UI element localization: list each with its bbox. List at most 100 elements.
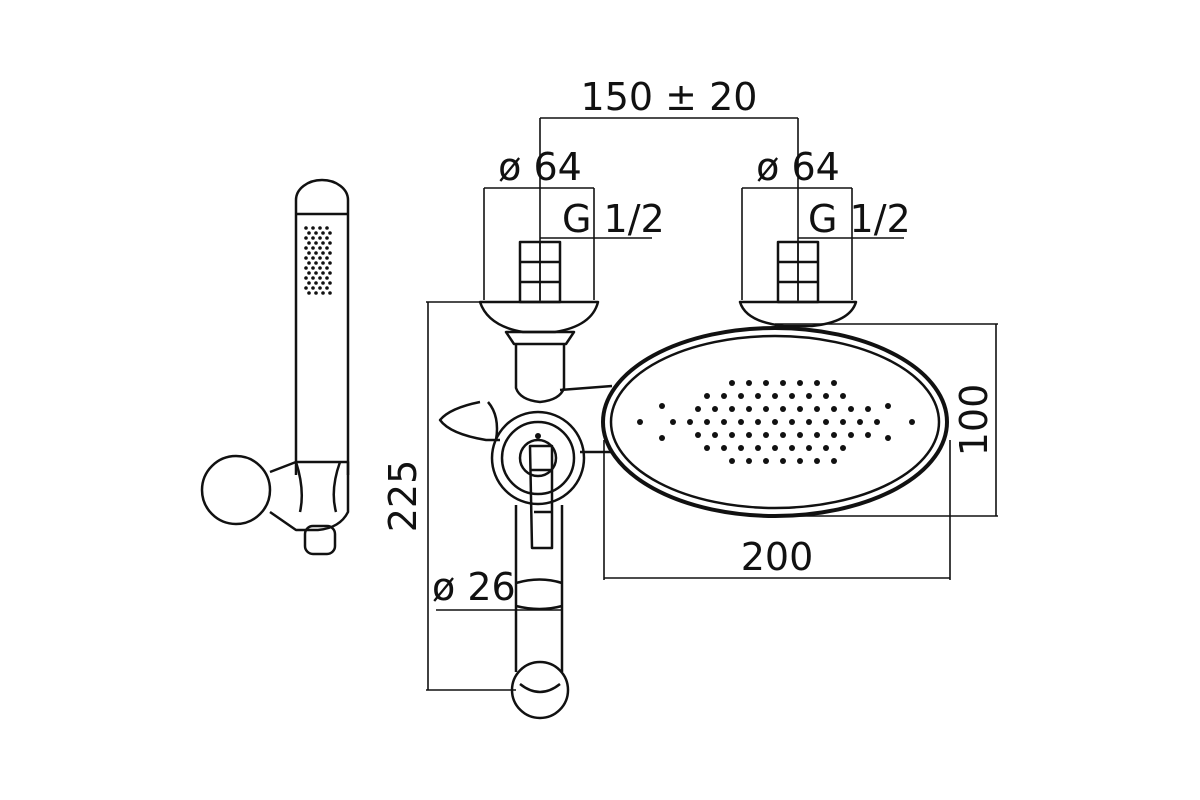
shower-head-nozzle-dot — [763, 406, 769, 412]
shower-head-nozzle-dot — [909, 419, 915, 425]
hand-shower-body — [294, 178, 350, 475]
shower-head-nozzle-dot — [789, 419, 795, 425]
hand-shower-nozzle-dot — [321, 231, 325, 235]
shower-head-nozzle-dot — [797, 406, 803, 412]
shower-head-nozzle-dot — [780, 406, 786, 412]
shower-head-nozzle-dot — [840, 445, 846, 451]
total-height-dimension: 225 — [381, 301, 516, 691]
hand-shower-nozzle-dot — [318, 226, 322, 230]
shower-head-nozzle-dot — [763, 432, 769, 438]
total-height-label: 225 — [381, 460, 425, 533]
head-height-dimension: 100 — [775, 323, 998, 517]
hand-shower-nozzles — [304, 226, 332, 295]
mixer-body — [438, 344, 613, 720]
hand-shower-nozzle-dot — [314, 261, 318, 265]
shower-head-nozzle-dot — [755, 419, 761, 425]
shower-head-nozzle-dot — [780, 380, 786, 386]
spacing-label: 150 ± 20 — [581, 75, 758, 119]
hand-shower-nozzle-dot — [321, 261, 325, 265]
spout-diameter-dimension: ø 26 — [432, 565, 562, 611]
hand-shower-nozzle-dot — [318, 236, 322, 240]
hand-shower-nozzle-dot — [314, 291, 318, 295]
shower-head-nozzle-dot — [704, 419, 710, 425]
shower-head-nozzle-dot — [885, 403, 891, 409]
hand-shower-nozzle-dot — [328, 291, 332, 295]
hand-shower-nozzle-dot — [304, 236, 308, 240]
shower-head-nozzle-dot — [857, 419, 863, 425]
hand-shower-holder — [200, 454, 350, 556]
shower-head-nozzle-dot — [704, 393, 710, 399]
shower-head-nozzle-dot — [797, 458, 803, 464]
mixer-spout — [514, 505, 564, 672]
hand-shower-nozzle-dot — [321, 241, 325, 245]
shower-head-inner — [609, 334, 941, 510]
shower-head-nozzle-dot — [848, 406, 854, 412]
right-wall-connection: ø 64 G 1/2 — [738, 145, 911, 328]
hand-shower-nozzle-dot — [318, 256, 322, 260]
shower-head-nozzle-dot — [874, 419, 880, 425]
shower-head-nozzle-dot — [814, 406, 820, 412]
shower-head-nozzle-dot — [738, 445, 744, 451]
shower-head-nozzle-dot — [729, 406, 735, 412]
shower-head-nozzle-dot — [823, 445, 829, 451]
shower-head-nozzle-dot — [712, 406, 718, 412]
hand-shower-nozzle-dot — [321, 291, 325, 295]
hand-shower-nozzle-dot — [307, 241, 311, 245]
shower-head-nozzle-dot — [670, 419, 676, 425]
shower-head-nozzle-dot — [789, 393, 795, 399]
hand-shower-nozzle-dot — [304, 226, 308, 230]
hand-shower-nozzle-dot — [304, 256, 308, 260]
shower-head-nozzle-dot — [780, 458, 786, 464]
shower-head-nozzle-dot — [738, 419, 744, 425]
shower-head-nozzle-dot — [885, 435, 891, 441]
shower-head-nozzle-dot — [797, 432, 803, 438]
hand-shower-nozzle-dot — [307, 291, 311, 295]
hand-shower-nozzle-dot — [307, 271, 311, 275]
hand-shower-nozzle-dot — [321, 251, 325, 255]
shower-head-nozzle-dot — [746, 380, 752, 386]
hand-shower-nozzle-dot — [328, 241, 332, 245]
hand-shower-nozzle-dot — [325, 286, 329, 290]
hand-shower-nozzle-dot — [318, 246, 322, 250]
shower-head-nozzle-dot — [806, 419, 812, 425]
hand-shower-nozzle-dot — [325, 236, 329, 240]
hand-shower-nozzle-dot — [325, 266, 329, 270]
shower-head-nozzle-dot — [659, 435, 665, 441]
shower-head-nozzles — [637, 380, 915, 464]
hand-shower-nozzle-dot — [328, 251, 332, 255]
hand-shower-nozzle-dot — [325, 256, 329, 260]
shower-head-nozzle-dot — [704, 445, 710, 451]
shower-head-nozzle-dot — [729, 380, 735, 386]
shower-head-nozzle-dot — [772, 419, 778, 425]
hand-shower-nozzle-dot — [311, 256, 315, 260]
shower-head-nozzle-dot — [814, 380, 820, 386]
head-width-dimension: 200 — [603, 440, 951, 580]
mixer-lever — [528, 444, 554, 550]
shower-head-nozzle-dot — [755, 393, 761, 399]
shower-head-nozzle-dot — [721, 419, 727, 425]
hand-shower-nozzle-dot — [314, 281, 318, 285]
hand-shower-nozzle-dot — [321, 271, 325, 275]
mixer-upper-tube — [514, 344, 566, 404]
hand-shower-nozzle-dot — [325, 246, 329, 250]
shower-head-nozzle-dot — [695, 406, 701, 412]
shower-head-nozzle-dot — [637, 419, 643, 425]
head-height-label: 100 — [952, 384, 996, 457]
shower-head-nozzle-dot — [738, 393, 744, 399]
hand-shower-nozzle-dot — [311, 266, 315, 270]
shower-head-nozzle-dot — [729, 458, 735, 464]
shower-head-nozzle-dot — [865, 406, 871, 412]
hand-shower-nozzle-dot — [311, 246, 315, 250]
hand-shower-nozzle-dot — [311, 276, 315, 280]
hand-shower-nozzle-dot — [328, 231, 332, 235]
hand-shower-nozzle-dot — [328, 261, 332, 265]
shower-head-nozzle-dot — [695, 432, 701, 438]
hand-shower-nozzle-dot — [307, 231, 311, 235]
diameter-left-label: ø 64 — [498, 145, 582, 189]
shower-head-nozzle-dot — [806, 393, 812, 399]
hand-shower-nozzle-dot — [318, 286, 322, 290]
hand-shower-nozzle-dot — [304, 266, 308, 270]
shower-head-nozzle-dot — [712, 432, 718, 438]
shower-head-nozzle-dot — [772, 445, 778, 451]
